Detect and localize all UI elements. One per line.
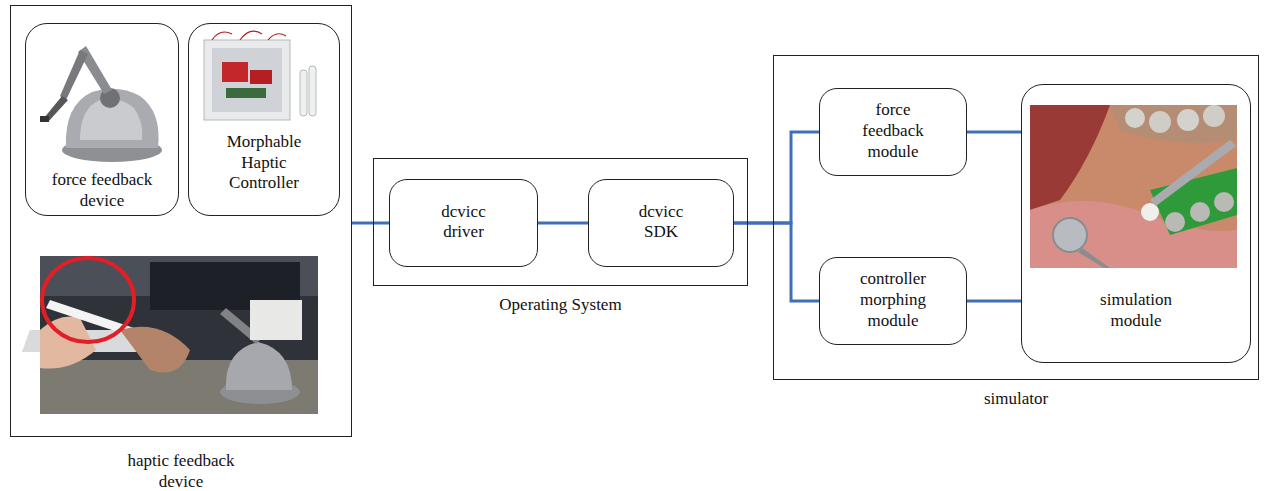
node-label: dcvicc driver [390, 202, 537, 243]
node-label: haptic feedback device [11, 451, 351, 491]
dental-scene [1030, 105, 1237, 268]
module-panel: simulation module [1021, 84, 1251, 363]
device-card: Morphable Haptic Controller [188, 23, 340, 216]
node-label: force feedback module [820, 100, 966, 162]
controller-box [204, 31, 316, 120]
node-label: Operating System [374, 295, 747, 316]
simulator-group: simulatorforce feedback modulecontroller… [773, 55, 1259, 380]
device-group: haptic feedback deviceforce feedback dev… [10, 5, 352, 437]
module-box: controller morphing module [819, 257, 967, 345]
node-label: simulation module [1022, 290, 1250, 331]
connector-line [734, 132, 819, 223]
connector-line [967, 300, 1021, 303]
connector-line [538, 222, 588, 225]
connector-line [734, 223, 819, 301]
process-box: dcvicc driver [389, 179, 538, 267]
node-label: simulator [774, 389, 1258, 410]
node-label: Morphable Haptic Controller [189, 132, 339, 194]
photo [22, 256, 318, 414]
connector-line [967, 131, 1021, 134]
node-label: controller morphing module [820, 269, 966, 331]
connector-line [352, 222, 389, 225]
module-box: force feedback module [819, 88, 967, 176]
node-label: force feedback device [26, 170, 178, 211]
phantom-device [40, 46, 162, 162]
device-card: force feedback device [25, 23, 179, 216]
os-group: Operating Systemdcvicc driverdcvicc SDK [373, 158, 748, 286]
node-label: dcvicc SDK [589, 202, 733, 243]
process-box: dcvicc SDK [588, 179, 734, 267]
